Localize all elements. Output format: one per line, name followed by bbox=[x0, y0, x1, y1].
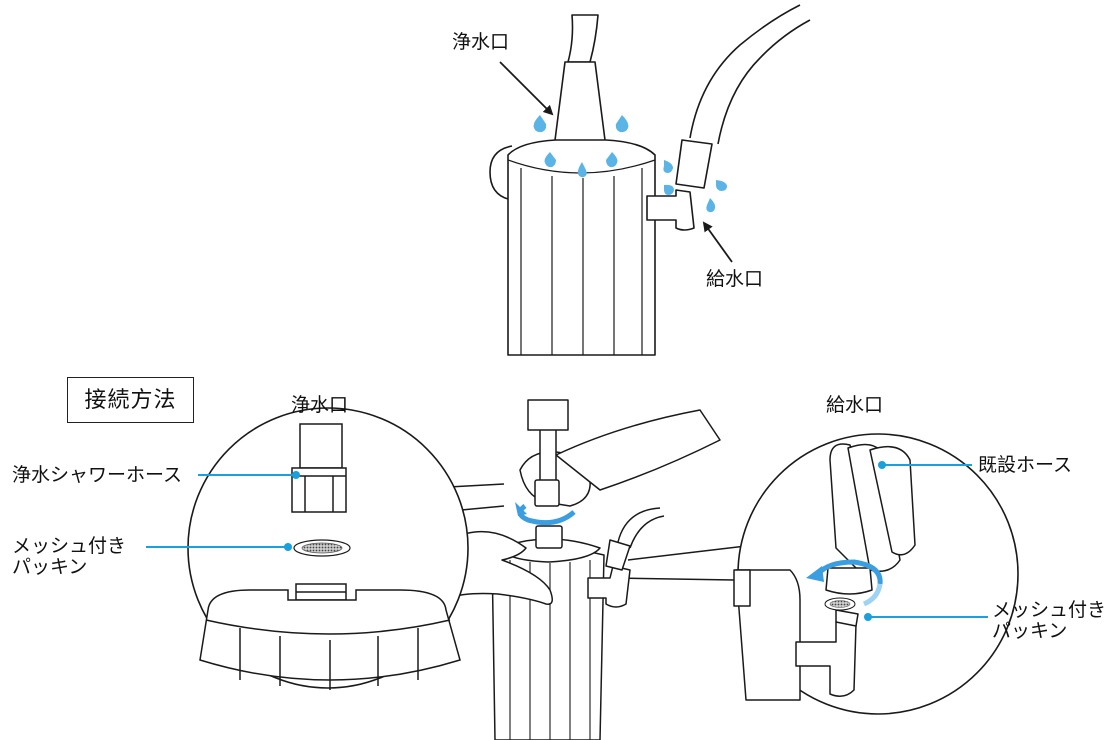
water-drop-icon bbox=[606, 152, 618, 168]
center-shower-hose bbox=[539, 427, 557, 484]
water-drop-icon bbox=[615, 115, 629, 133]
left-shower-hose-tube bbox=[299, 423, 343, 469]
water-drop-icon bbox=[664, 184, 674, 195]
leader-arrow-icon bbox=[499, 61, 554, 116]
water-drop-icon bbox=[706, 198, 716, 213]
water-drop-icon bbox=[544, 152, 556, 168]
callout-leaders bbox=[146, 461, 988, 621]
rotate-arrow-icon bbox=[517, 503, 576, 526]
top-inlet-connector bbox=[675, 139, 713, 189]
right-detail-circle bbox=[733, 433, 1019, 715]
top-outlet-cone bbox=[553, 61, 607, 153]
label-shower-hose: 浄水シャワーホース bbox=[12, 464, 183, 486]
label-top-purified-outlet: 浄水口 bbox=[452, 31, 510, 53]
method-title-box: 接続方法 bbox=[67, 377, 194, 423]
left-panel-header: 浄水口 bbox=[291, 394, 349, 416]
center-hand-illustration bbox=[429, 399, 747, 740]
top-supply-hose bbox=[689, 4, 811, 145]
water-drop-icon bbox=[663, 160, 673, 173]
left-detail-circle bbox=[187, 407, 469, 690]
water-drops bbox=[533, 115, 727, 213]
label-existing-hose: 既設ホース bbox=[978, 454, 1073, 476]
label-left-packing-line1: メッシュ付き bbox=[12, 535, 127, 557]
top-inlet-elbow bbox=[646, 189, 695, 231]
top-filter-illustration bbox=[489, 4, 811, 356]
top-filter-body bbox=[507, 139, 656, 356]
center-inlet-elbow bbox=[587, 565, 631, 608]
water-drop-icon bbox=[577, 162, 587, 178]
rotate-arrow-icon bbox=[816, 559, 883, 585]
leader-arrow-icon bbox=[702, 221, 733, 263]
right-hose-nut bbox=[825, 567, 873, 595]
label-left-packing-line2: パッキン bbox=[12, 556, 88, 578]
water-drop-icon bbox=[533, 115, 547, 133]
center-holding-hand bbox=[447, 530, 553, 605]
right-panel-header: 給水口 bbox=[826, 394, 884, 416]
method-title: 接続方法 bbox=[84, 388, 177, 413]
label-right-packing-line1: メッシュ付き bbox=[992, 599, 1107, 621]
left-filter-top-surface bbox=[199, 589, 461, 681]
label-top-supply-inlet: 給水口 bbox=[706, 268, 764, 290]
top-shower-hose bbox=[567, 14, 599, 63]
left-hose-nut bbox=[291, 467, 347, 513]
label-right-packing-line2: パッキン bbox=[992, 620, 1068, 642]
top-side-knob bbox=[489, 145, 513, 201]
water-drop-icon bbox=[716, 180, 727, 191]
